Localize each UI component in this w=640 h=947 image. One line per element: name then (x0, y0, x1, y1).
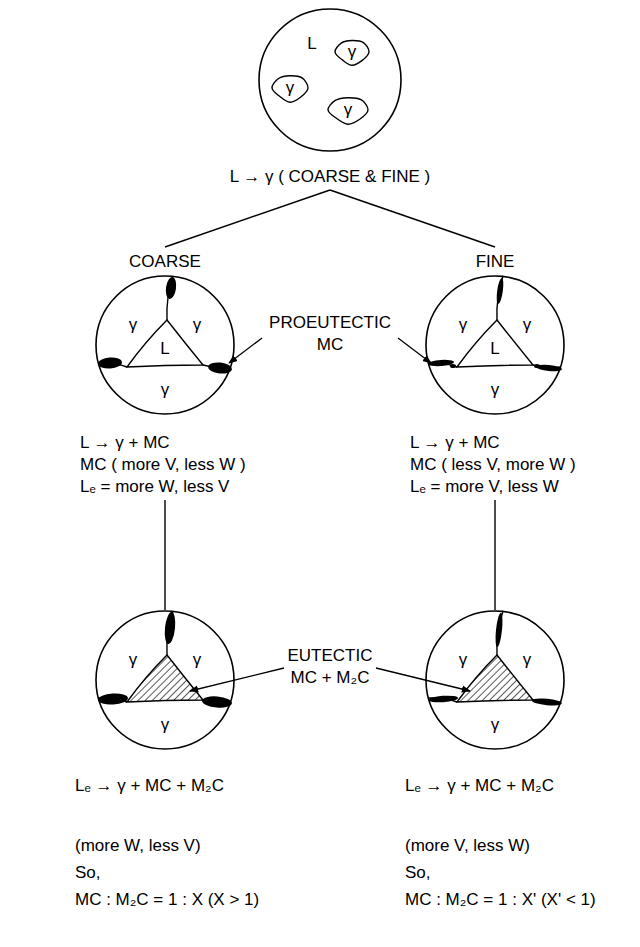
carbide-particle (450, 364, 456, 368)
reaction-text: Lₑ = more W, less V (80, 476, 246, 498)
connector-line (165, 190, 330, 247)
leader-arrow (190, 668, 284, 691)
phase-label: γ (459, 314, 468, 336)
circle-outline (426, 611, 564, 749)
phase-circle: γ γ γ (425, 610, 565, 750)
callout-label: PROEUTECTIC MC (265, 312, 395, 356)
grain-outline (272, 76, 308, 103)
coarse-eutectic-structure (98, 611, 233, 709)
fine-eutectic-structure (428, 611, 562, 706)
grain-blob: γ (332, 35, 372, 69)
phase-label: γ (286, 77, 295, 99)
note-text: So, (405, 862, 431, 884)
connector-line (494, 500, 495, 610)
grain-outline (328, 98, 368, 125)
circle-outline (426, 276, 564, 414)
grain-boundaries (98, 276, 231, 368)
phase-label: γ (193, 314, 202, 336)
note-text: (more W, less V) (75, 835, 201, 857)
carbide-particle (532, 698, 562, 707)
phase-circle: γγγL (258, 8, 402, 152)
grain-boundaries (98, 611, 231, 703)
reaction-text: L → γ + MC (80, 432, 246, 454)
reaction-block: L → γ + MCMC ( more V, less W )Lₑ = more… (80, 432, 246, 498)
size-heading: COARSE (95, 247, 235, 273)
phase-label: γ (523, 649, 532, 671)
carbide-particle (98, 357, 123, 370)
phase-label: γ (344, 99, 353, 121)
liquid-pool (457, 320, 533, 367)
phase-circle: COARSEγγγL (95, 247, 235, 415)
phase-label: γ (129, 649, 138, 671)
grain-boundaries (428, 276, 561, 368)
ratio-text: MC : M₂C = 1 : X' (X' < 1) (405, 889, 596, 911)
fine-structure (428, 276, 562, 372)
phase-label: L (490, 338, 499, 360)
phase-circle: γ γ γ (95, 610, 235, 750)
reaction-block: L → γ + MCMC ( less V, more W )Lₑ = more… (410, 432, 576, 498)
coarse-structure (98, 276, 233, 375)
liquid-pool (127, 320, 203, 367)
reaction-block: L → γ ( COARSE & FINE ) (230, 166, 431, 188)
circle-outline (96, 611, 234, 749)
phase-label: γ (459, 649, 468, 671)
grain-blob: γ (325, 92, 371, 128)
phase-circle: FINEγγγL (425, 247, 565, 415)
reaction-text: Lₑ → γ + MC + M₂C (75, 775, 224, 797)
reaction-text: Lₑ = more V, less W (410, 476, 576, 498)
grain-blob: γ (269, 70, 311, 106)
connector-line (330, 190, 495, 247)
leader-arrow (376, 668, 470, 691)
phase-label: γ (491, 714, 500, 736)
phase-label: γ (161, 379, 170, 401)
reaction-text: L → γ + MC (410, 432, 576, 454)
eutectic-region (127, 655, 203, 702)
carbide-particle (165, 276, 178, 299)
phase-label: γ (193, 649, 202, 671)
reaction-text: Lₑ → γ + MC + M₂C (405, 775, 554, 797)
reaction-text: L → γ ( COARSE & FINE ) (230, 166, 431, 188)
grain-boundaries (428, 611, 561, 703)
phase-label: L (160, 338, 169, 360)
circle-outline (258, 8, 402, 152)
circle-outline (96, 276, 234, 414)
phase-label: γ (348, 41, 357, 63)
callout-label: EUTECTIC MC + M₂C (280, 645, 380, 689)
grain-outline (335, 41, 369, 66)
carbide-particle (163, 612, 176, 645)
note-text: (more V, less W) (405, 835, 530, 857)
carbide-particle (534, 364, 540, 368)
size-heading: FINE (425, 247, 565, 273)
phase-label: γ (523, 314, 532, 336)
phase-label: L (307, 33, 316, 55)
circle-outline (259, 9, 401, 151)
phase-label: γ (491, 379, 500, 401)
carbide-particle (494, 613, 504, 647)
phase-label: γ (129, 314, 138, 336)
ratio-text: MC : M₂C = 1 : X (X > 1) (75, 889, 259, 911)
note-text: So, (75, 862, 101, 884)
connector-line (164, 500, 165, 610)
eutectic-region (457, 655, 533, 702)
phase-label: γ (161, 714, 170, 736)
carbide-particle (495, 278, 504, 305)
reaction-text: MC ( more V, less W ) (80, 454, 246, 476)
carbide-particle (98, 692, 129, 705)
carbide-particle (428, 695, 458, 703)
reaction-text: MC ( less V, more W ) (410, 454, 576, 476)
